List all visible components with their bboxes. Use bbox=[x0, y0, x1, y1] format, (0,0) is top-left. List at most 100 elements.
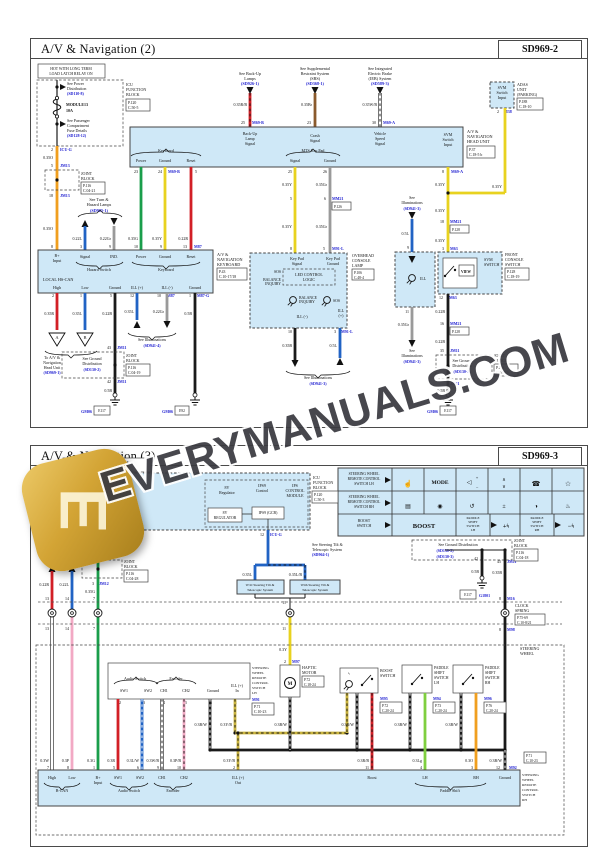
diagram-label: 12 bbox=[260, 532, 264, 537]
brace bbox=[43, 782, 81, 791]
arrow-down-icon bbox=[376, 87, 384, 94]
diagram-label: HEAD UNIT bbox=[467, 139, 490, 144]
junction-dot bbox=[75, 480, 79, 484]
diagram-label: 11 bbox=[282, 626, 286, 631]
diagram-label: ϟ bbox=[348, 671, 350, 676]
brace bbox=[109, 782, 149, 791]
diagram-label: M87 bbox=[167, 293, 175, 298]
diagram-label: STEERING bbox=[520, 646, 539, 651]
diagram-label: MM21 bbox=[450, 219, 462, 224]
diagram-label: 2 bbox=[497, 109, 499, 114]
diagram-label: 12 bbox=[439, 295, 443, 300]
diagram-label: Ground bbox=[189, 285, 201, 290]
diagram-label: Audio Switch bbox=[118, 788, 140, 793]
brace bbox=[75, 261, 124, 270]
diagram-label: 18 bbox=[440, 219, 444, 224]
diagram-label: 0.5B bbox=[471, 569, 479, 574]
brace bbox=[285, 370, 351, 379]
diagram-label: In bbox=[235, 688, 238, 693]
diagram-label: Lamps bbox=[244, 76, 256, 81]
component-box bbox=[449, 224, 470, 234]
diagram-label: Signal bbox=[292, 261, 303, 266]
component-box bbox=[282, 268, 336, 286]
diagram-label: NAVIGATION bbox=[217, 257, 243, 262]
diagram-label: ICU-G bbox=[270, 532, 282, 537]
diagram-label: SW1 bbox=[114, 775, 122, 780]
component-box bbox=[81, 559, 123, 579]
diagram-label: C.10-8/21 bbox=[517, 621, 532, 625]
diagram-label: SHIFT bbox=[485, 671, 496, 675]
component-box bbox=[35, 644, 565, 836]
diagram-label: SOS bbox=[274, 270, 281, 274]
diagram-label: SHIFT bbox=[468, 520, 478, 524]
component-box bbox=[93, 405, 111, 416]
diagram-label: 7 bbox=[93, 626, 95, 631]
diagram-label: C.48-4 bbox=[354, 276, 364, 280]
diagram-label: See Passenger bbox=[67, 118, 90, 123]
diagram-label: STEERING bbox=[522, 773, 539, 777]
diagram-label: REMOTE bbox=[252, 676, 266, 680]
diagram-label: 8 bbox=[442, 169, 444, 174]
diagram-label: SWITCH bbox=[531, 524, 545, 528]
diagram-label: MODULE14 bbox=[86, 499, 108, 504]
diagram-label: See bbox=[409, 348, 415, 353]
junction-dot bbox=[96, 567, 100, 571]
component-box bbox=[44, 169, 80, 191]
diagram-label: JOINT bbox=[126, 353, 138, 358]
diagram-label: SWITCH bbox=[380, 673, 395, 678]
diagram-label: M98 bbox=[507, 627, 515, 632]
diagram-label: 0.35Gr bbox=[316, 224, 328, 229]
junction-dot bbox=[446, 191, 450, 195]
brace bbox=[113, 676, 159, 685]
diagram-label: CONTROL bbox=[252, 681, 269, 685]
motor-label: M bbox=[288, 682, 293, 687]
diagram-label: 0.22Gr bbox=[100, 236, 112, 241]
diagram-label: 12 bbox=[130, 293, 134, 298]
diagram-label: 0.3B/W bbox=[445, 722, 458, 727]
diagram-label: 0.22B bbox=[102, 311, 112, 316]
diagram-label: 2 bbox=[52, 293, 54, 298]
diagram-label: C.20-24 bbox=[435, 709, 447, 713]
arrow-up-icon bbox=[133, 321, 141, 328]
component-box bbox=[37, 249, 214, 294]
diagram-label: SPRING bbox=[515, 608, 529, 613]
diagram-label: 25 bbox=[288, 169, 292, 174]
diagram-label: 5 bbox=[113, 765, 115, 770]
diagram-label: 0.3R/B bbox=[358, 758, 370, 763]
diagram-label: MTS Key Pad bbox=[302, 148, 325, 153]
diagram-label: 13 bbox=[45, 626, 49, 631]
diagram-label: INQUIRY bbox=[299, 300, 315, 304]
diagram-label: LH bbox=[434, 681, 439, 685]
line bbox=[324, 303, 327, 307]
diagram-label: MODULE13 bbox=[66, 102, 88, 107]
diagram-label: 8 bbox=[290, 246, 292, 251]
panel-1-code: SD969-2 bbox=[498, 40, 582, 59]
diagram-label: 0.35W/B bbox=[362, 102, 377, 107]
clock-spring-coil bbox=[503, 611, 507, 615]
diagram-label: ADAS bbox=[517, 82, 528, 87]
diagram-label: ▤ bbox=[405, 504, 411, 510]
component-box bbox=[439, 405, 457, 416]
diagram-label: 0.3Y/B bbox=[220, 722, 232, 727]
diagram-label: B+ bbox=[96, 775, 102, 780]
diagram-label: ICU-G bbox=[60, 147, 72, 152]
diagram-label: 0.3G bbox=[87, 758, 95, 763]
diagram-label: C.10-23 bbox=[254, 710, 266, 714]
diagram-label: M69-B bbox=[168, 169, 180, 174]
diagram-label: Switch bbox=[496, 90, 507, 95]
clock-spring-coil bbox=[47, 608, 57, 618]
arrow-up-icon bbox=[68, 565, 76, 572]
diagram-label: Reset bbox=[187, 158, 197, 163]
arrow-down-icon bbox=[110, 218, 118, 225]
diagram-label: Distribution bbox=[67, 86, 86, 91]
diagram-label: 10A bbox=[86, 505, 93, 510]
diagram-label: 2 bbox=[233, 765, 235, 770]
diagram-label: SVM bbox=[498, 85, 507, 90]
diagram-label: LH bbox=[471, 528, 476, 532]
diagram-label: C.04-19 bbox=[496, 371, 508, 375]
diagram-label: 16 bbox=[440, 321, 444, 326]
diagram-label: Ground bbox=[159, 158, 171, 163]
diagram-label: 23 bbox=[307, 120, 311, 125]
diagram-label: Distribution bbox=[82, 361, 101, 366]
